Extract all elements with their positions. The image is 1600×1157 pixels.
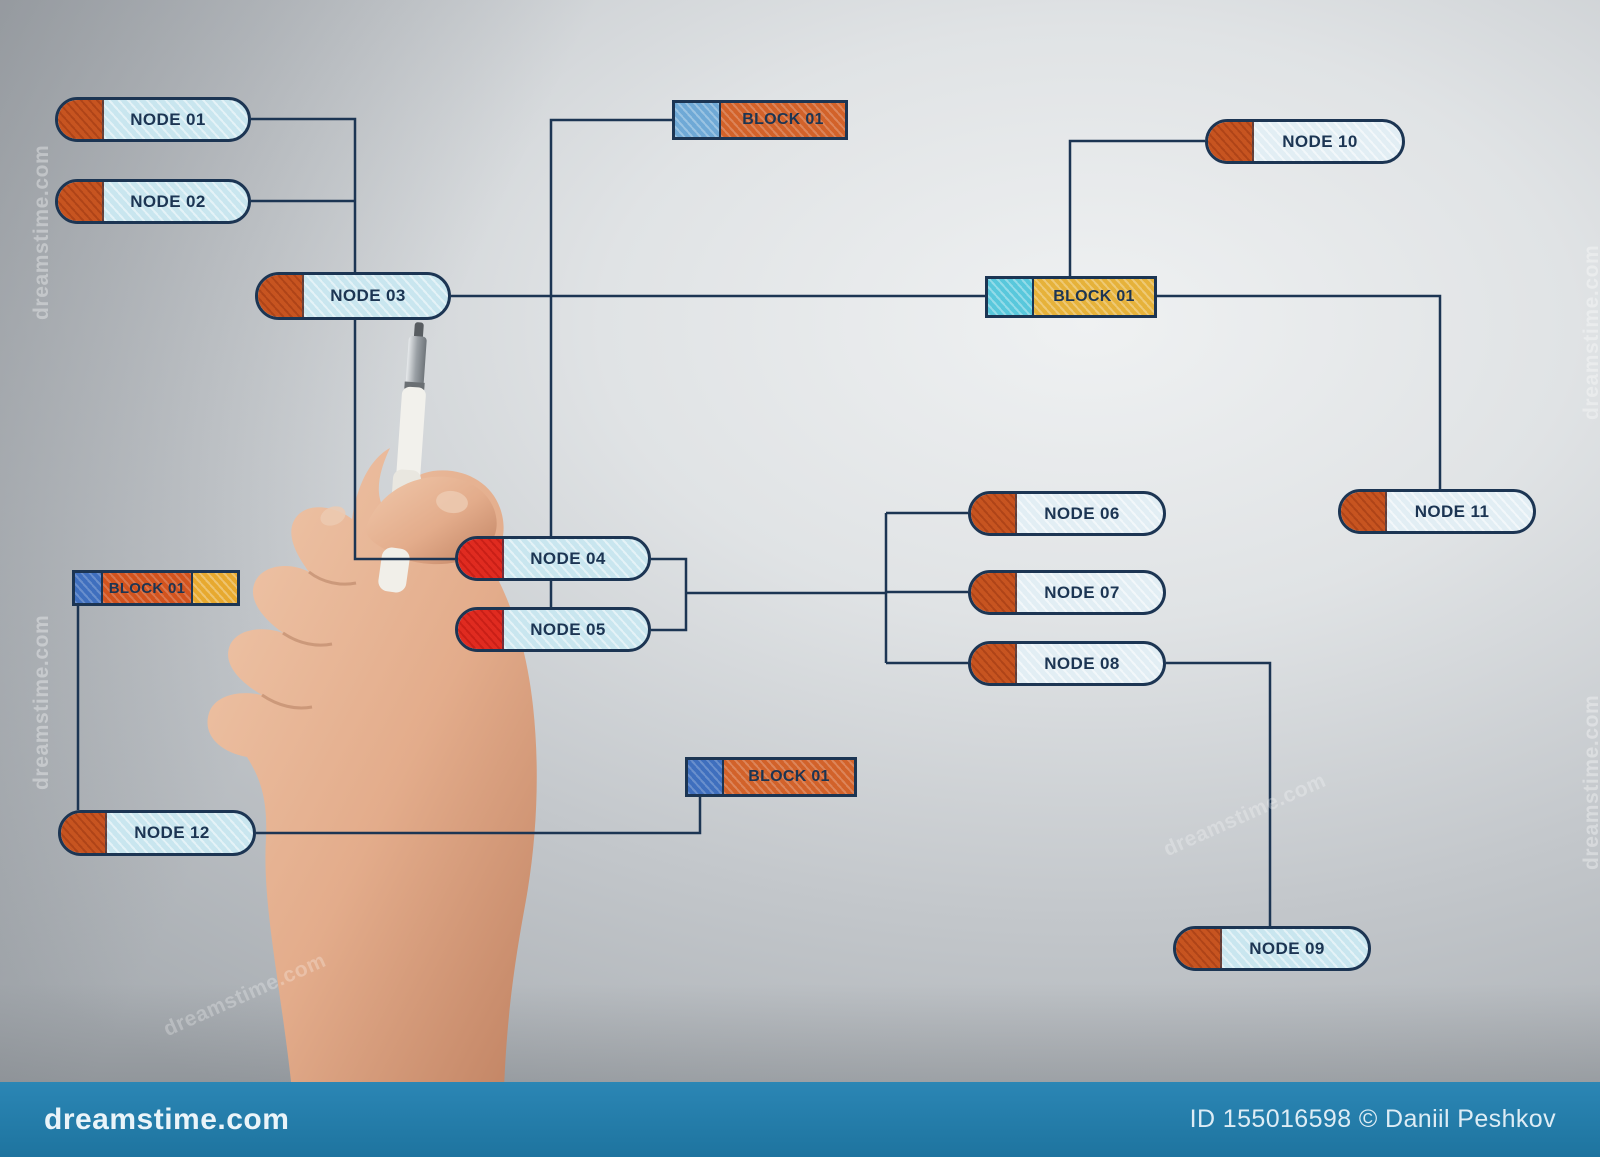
block-right-label: BLOCK 01 [1032, 279, 1154, 315]
block-top: BLOCK 01 [672, 100, 848, 140]
block-right-segment [988, 279, 1032, 315]
node-07: NODE 07 [968, 570, 1166, 615]
node-01-cap [58, 100, 104, 139]
node-04-cap [458, 539, 504, 578]
block-top-label: BLOCK 01 [719, 103, 845, 137]
node-03-cap [258, 275, 304, 317]
node-05-cap [458, 610, 504, 649]
connector-node01-node03 [251, 117, 357, 272]
watermark-text: dreamstime.com [1580, 694, 1600, 870]
node-12: NODE 12 [58, 810, 256, 856]
node-05-label: NODE 05 [530, 619, 606, 639]
node-09: NODE 09 [1173, 926, 1371, 971]
block-right: BLOCK 01 [985, 276, 1157, 318]
connector-node04-node05-bracket [651, 557, 688, 632]
index-nail [320, 506, 346, 526]
block-left: BLOCK 01 [72, 570, 240, 606]
watermark-credit: ID 155016598 © Daniil Peshkov [1189, 1105, 1556, 1133]
node-02: NODE 02 [55, 179, 251, 224]
node-12-cap [61, 813, 107, 853]
hand-silhouette [207, 448, 537, 1090]
node-03: NODE 03 [255, 272, 451, 320]
node-10: NODE 10 [1205, 119, 1405, 164]
node-04: NODE 04 [455, 536, 651, 581]
connector-blockright-node11 [1157, 294, 1442, 489]
node-06-label: NODE 06 [1044, 503, 1120, 523]
pen-tip-icon [413, 322, 424, 341]
block-bottom: BLOCK 01 [685, 757, 857, 797]
node-01-label: NODE 01 [130, 109, 206, 129]
node-02-cap [58, 182, 104, 221]
node-11-cap [1341, 492, 1387, 531]
finger-crease-3 [308, 570, 357, 586]
node-03-label: NODE 03 [330, 286, 406, 305]
node-04-label: NODE 04 [530, 548, 606, 568]
node-08-cap [971, 644, 1017, 683]
finger-crease-1 [261, 693, 313, 710]
node-01: NODE 01 [55, 97, 251, 142]
node-07-cap [971, 573, 1017, 612]
node-11-label: NODE 11 [1414, 501, 1490, 521]
node-09-label: NODE 09 [1249, 938, 1325, 958]
node-06-cap [971, 494, 1017, 533]
thumb-nail [436, 490, 468, 514]
node-10-label: NODE 10 [1282, 131, 1358, 151]
connector-blockright-node10 [1068, 139, 1205, 276]
pen-metal-cone [405, 335, 427, 387]
block-left-segment-yellow [191, 573, 237, 603]
finger-crease-2 [282, 631, 333, 647]
node-07-label: NODE 07 [1044, 582, 1120, 602]
watermark-text: dreamstime.com [1580, 244, 1600, 420]
watermark-brand: dreamstime.com [44, 1102, 290, 1136]
node-10-cap [1208, 122, 1254, 161]
block-top-segment [675, 103, 719, 137]
node-05: NODE 05 [455, 607, 651, 652]
block-bottom-segment [688, 760, 722, 794]
watermark-text: dreamstime.com [30, 614, 53, 790]
node-08-label: NODE 08 [1044, 653, 1120, 673]
node-02-label: NODE 02 [130, 191, 206, 211]
watermark-bar: dreamstime.com ID 155016598 © Daniil Pes… [0, 1082, 1600, 1157]
node-08: NODE 08 [968, 641, 1166, 686]
node-11: NODE 11 [1338, 489, 1536, 534]
connector-blocktop-node05 [549, 118, 672, 607]
node-12-label: NODE 12 [134, 823, 210, 842]
connector-node08-node09 [1166, 661, 1272, 926]
watermark-text: dreamstime.com [30, 144, 53, 320]
block-left-label: BLOCK 01 [101, 573, 191, 603]
node-06: NODE 06 [968, 491, 1166, 536]
pen-body [395, 386, 426, 488]
block-bottom-label: BLOCK 01 [722, 760, 854, 794]
block-left-segment-blue [75, 573, 101, 603]
connector-node12-blockbottom [256, 797, 702, 835]
connector-node03-node04 [353, 320, 455, 561]
node-09-cap [1176, 929, 1222, 968]
